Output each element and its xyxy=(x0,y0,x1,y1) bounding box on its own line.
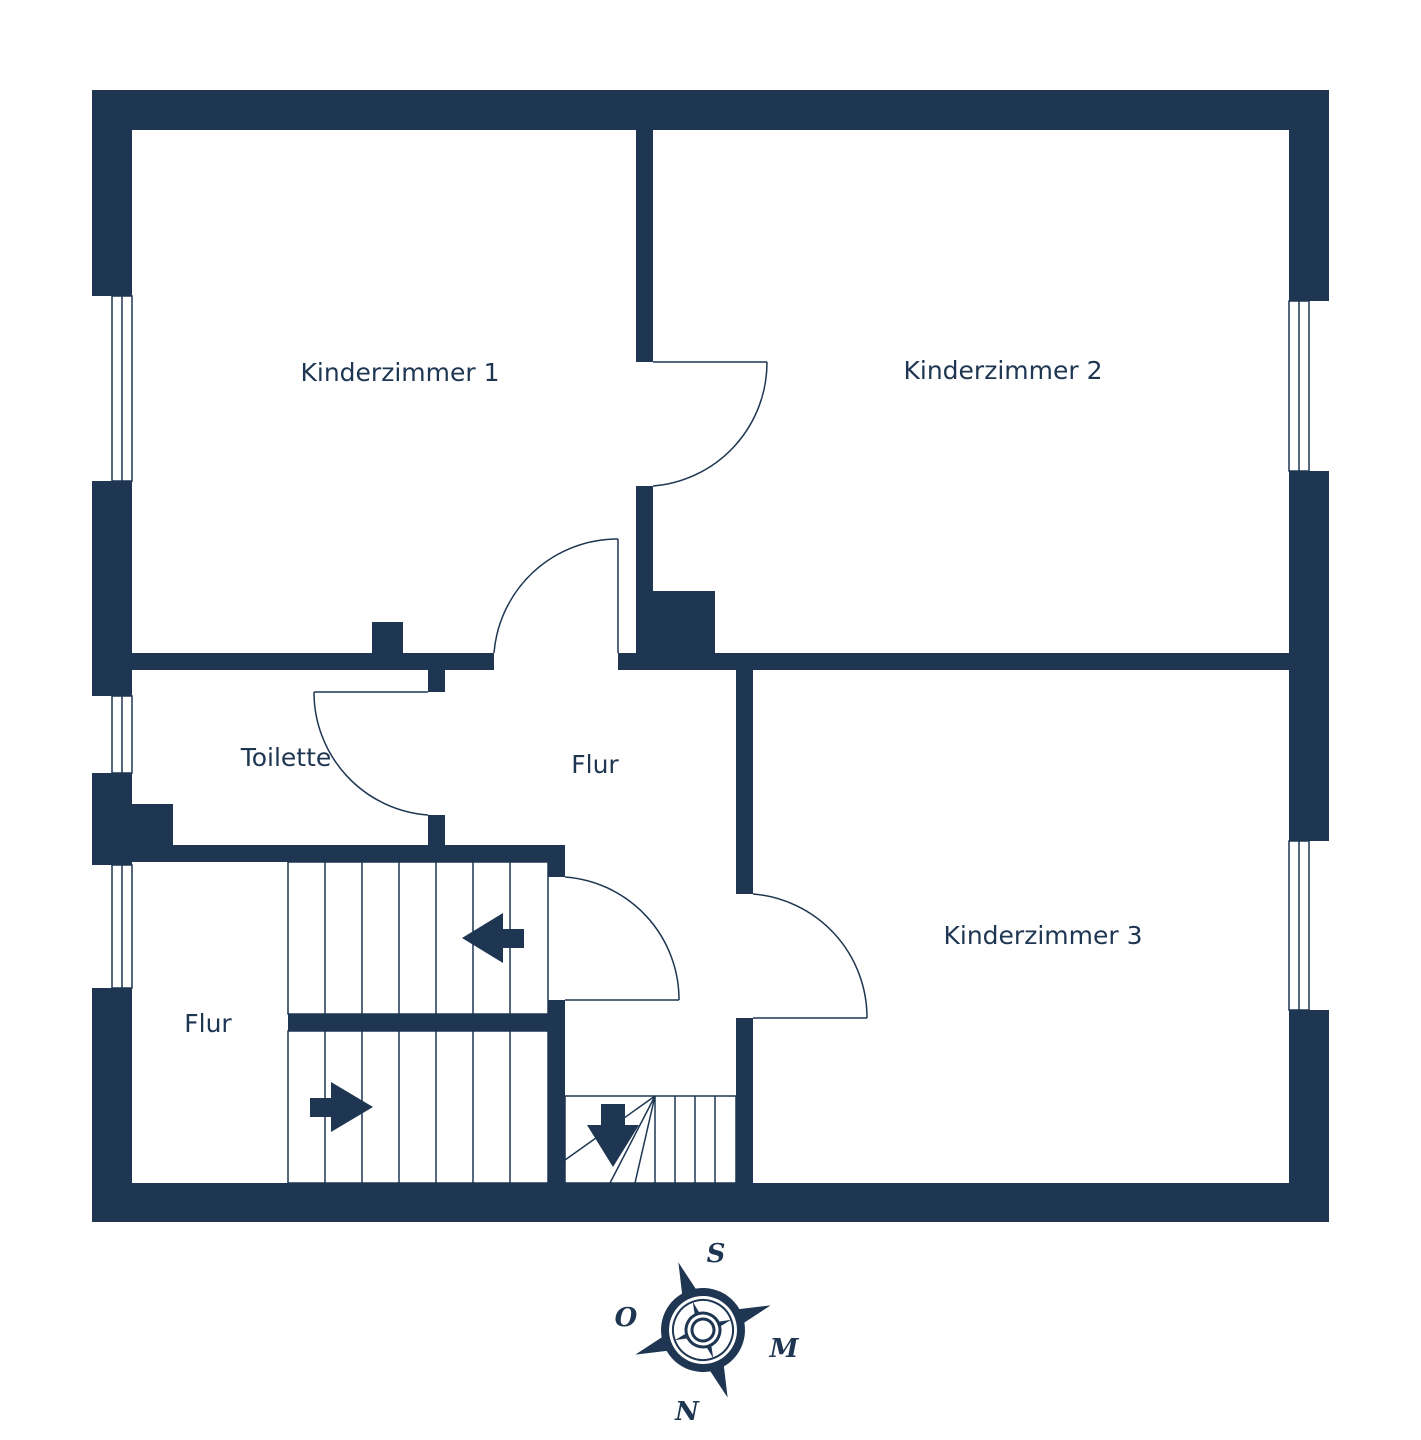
outer-walls xyxy=(92,90,1329,1222)
wall-right-3 xyxy=(1289,1010,1329,1222)
interior-walls xyxy=(132,130,1289,1183)
wall-k2-k3 xyxy=(653,653,1289,670)
label-toilette: Toilette xyxy=(240,743,332,772)
compass-needle-north-icon xyxy=(678,1262,698,1298)
wall-k1-k2-upper xyxy=(636,130,653,362)
wall-left-4 xyxy=(92,988,132,1222)
wall-toilette-jamb-bottom xyxy=(428,815,445,845)
wall-right-1 xyxy=(1289,90,1329,301)
label-flur-center: Flur xyxy=(571,750,619,779)
wall-k1-bottom xyxy=(132,653,494,670)
arrow-right-icon xyxy=(310,1082,373,1132)
wall-toilette-bottom xyxy=(132,845,565,862)
wall-top xyxy=(92,90,1329,130)
doors xyxy=(313,361,868,1019)
door-k3 xyxy=(752,893,868,1019)
label-kinderzimmer-1: Kinderzimmer 1 xyxy=(301,358,500,387)
staircase xyxy=(287,861,737,1184)
label-flur-left: Flur xyxy=(184,1009,232,1038)
wall-k1-k2-lower xyxy=(636,486,653,669)
compass-n: N xyxy=(674,1397,700,1427)
wall-toilette-jamb-top xyxy=(428,670,445,692)
compass-needle-south-icon xyxy=(708,1362,728,1398)
wall-stair-landing xyxy=(288,1014,548,1031)
windows xyxy=(111,295,1310,1011)
compass-m: M xyxy=(769,1334,800,1364)
wall-right-2 xyxy=(1289,471,1329,841)
arrow-left-icon xyxy=(462,913,524,963)
label-kinderzimmer-3: Kinderzimmer 3 xyxy=(944,921,1143,950)
wall-stair-divider-v xyxy=(548,1000,565,1183)
label-kinderzimmer-2: Kinderzimmer 2 xyxy=(904,356,1103,385)
wall-flur-k3-upper xyxy=(736,670,753,894)
door-k1-flur xyxy=(493,538,619,654)
door-stair xyxy=(564,876,680,1001)
wall-left-1 xyxy=(92,90,132,296)
toilette-shaft xyxy=(132,804,173,845)
compass-o: O xyxy=(615,1303,638,1333)
compass-s: S xyxy=(707,1239,726,1269)
wall-bottom xyxy=(92,1183,1329,1222)
door-toilette xyxy=(313,691,429,816)
chimney-k1 xyxy=(372,622,403,653)
door-k1-k2 xyxy=(652,361,768,487)
chimney-k2 xyxy=(653,591,715,653)
wall-left-3 xyxy=(92,773,132,865)
wall-left-2 xyxy=(92,481,132,696)
room-labels: Kinderzimmer 1 Kinderzimmer 2 Kinderzimm… xyxy=(184,356,1142,1038)
compass-rose xyxy=(635,1262,771,1398)
wall-flur-k3-lower xyxy=(736,1018,753,1183)
wall-stair-right xyxy=(548,862,565,877)
arrow-down-icon xyxy=(587,1104,639,1167)
wall-k1-bottom-right xyxy=(618,653,653,670)
compass-letters: S O M N xyxy=(615,1239,800,1427)
